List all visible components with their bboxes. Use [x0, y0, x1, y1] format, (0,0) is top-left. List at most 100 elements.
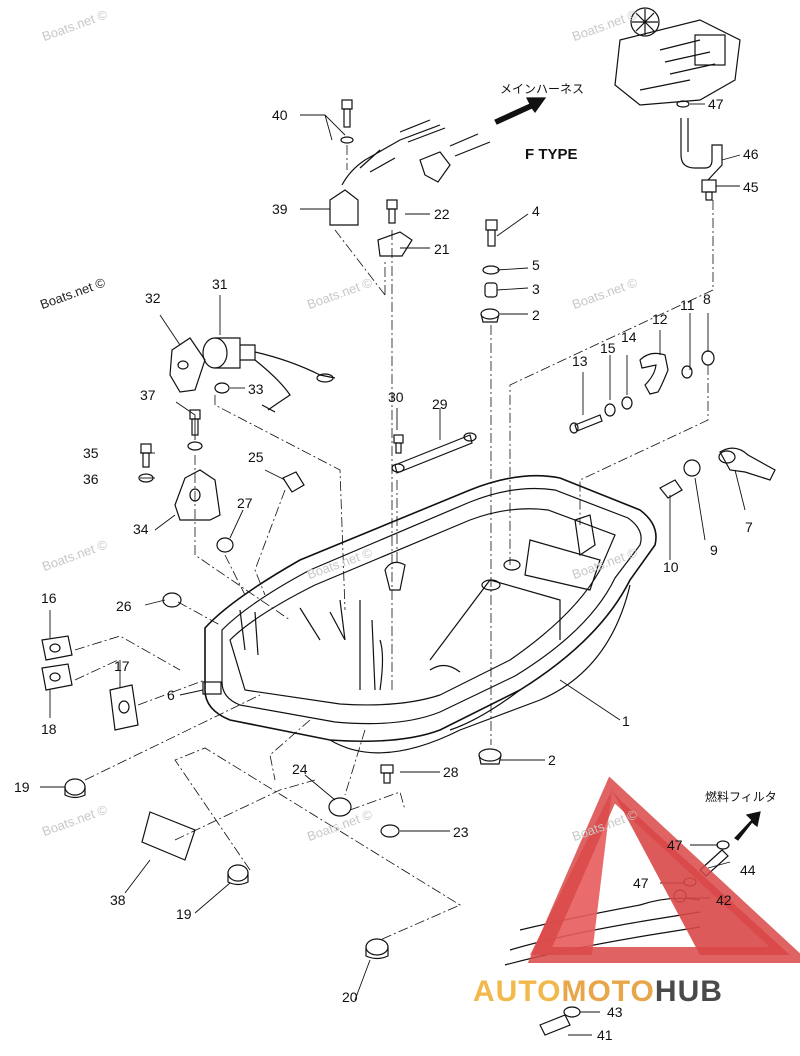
- callout-38: 38: [110, 892, 126, 908]
- reference-lines: [74, 145, 714, 941]
- lever-12: [639, 352, 669, 395]
- callout-5: 5: [532, 257, 540, 273]
- callout-34: 34: [133, 521, 149, 537]
- bracket-34: [174, 469, 221, 521]
- callout-3: 3: [532, 281, 540, 297]
- callout-44: 44: [740, 862, 756, 878]
- harness-wire: [341, 124, 441, 186]
- callout-9: 9: [710, 542, 718, 558]
- callout-19-lower: 19: [176, 906, 192, 922]
- callout-37: 37: [140, 387, 156, 403]
- callout-2: 2: [532, 307, 540, 323]
- callout-4: 4: [532, 203, 540, 219]
- callout-2-lower: 2: [548, 752, 556, 768]
- callout-35: 35: [83, 445, 99, 461]
- callout-24: 24: [292, 761, 308, 777]
- callout-14: 14: [621, 329, 637, 345]
- callout-33: 33: [248, 381, 264, 397]
- callout-11: 11: [680, 297, 695, 313]
- callout-47: 47: [708, 96, 724, 112]
- bolt-22: [386, 199, 398, 224]
- callout-47-fuel: 47: [667, 837, 683, 853]
- callout-22: 22: [434, 206, 450, 222]
- automotohub-logo: AUTOMOTOHUB: [473, 975, 723, 1009]
- callout-25: 25: [248, 449, 264, 465]
- callout-28: 28: [443, 764, 459, 780]
- hose-46: [680, 118, 723, 181]
- logo-text-moto: MOTO: [561, 975, 655, 1008]
- callout-39: 39: [272, 201, 288, 217]
- bush-10: [659, 479, 683, 499]
- leader-lines: [40, 103, 746, 1036]
- callout-32: 32: [145, 290, 161, 306]
- callout-47-fuel-lower: 47: [633, 875, 649, 891]
- washer-14: [621, 396, 633, 410]
- callout-17: 17: [114, 658, 130, 674]
- callout-12: 12: [652, 311, 668, 327]
- fuel-filter-arrow: [734, 811, 761, 841]
- washer-5: [482, 265, 500, 275]
- grommet-27: [216, 537, 234, 553]
- clip-47-top: [676, 100, 690, 108]
- bolt-30: [393, 434, 404, 454]
- callout-43: 43: [607, 1004, 623, 1020]
- grommet-23: [380, 824, 400, 838]
- callout-30: 30: [388, 389, 404, 405]
- plate-17: [109, 684, 139, 731]
- washer-37: [187, 441, 203, 451]
- callout-8: 8: [703, 291, 711, 307]
- bottom-cowling: [204, 474, 657, 754]
- callout-20: 20: [342, 989, 358, 1005]
- callout-13: 13: [572, 353, 588, 369]
- callout-41: 41: [597, 1027, 613, 1043]
- cap-29-lower: [384, 561, 406, 591]
- screw-13: [574, 414, 603, 432]
- logo-text-auto: AUTO: [473, 975, 562, 1008]
- block-6: [202, 681, 222, 695]
- grommet-2-top: [480, 308, 500, 323]
- rod-29: [394, 434, 473, 474]
- callout-40: 40: [272, 107, 288, 123]
- callout-45: 45: [743, 179, 759, 195]
- grommet-2-bottom: [478, 748, 502, 765]
- callout-23: 23: [453, 824, 469, 840]
- plate-18: [41, 663, 73, 691]
- grommet-24: [328, 797, 352, 817]
- logo-text-hub: HUB: [654, 975, 723, 1008]
- seal-9: [683, 459, 701, 477]
- clip-25: [282, 471, 305, 493]
- connector: [419, 151, 451, 183]
- callout-18: 18: [41, 721, 57, 737]
- callout-26: 26: [116, 598, 132, 614]
- callout-31: 31: [212, 276, 228, 292]
- harness-label: メインハーネス: [500, 82, 585, 96]
- callout-16: 16: [41, 590, 57, 606]
- variant-label: F TYPE: [525, 146, 578, 163]
- plate-32: [169, 337, 206, 393]
- plug-19-left: [64, 778, 86, 799]
- callout-10: 10: [663, 559, 679, 575]
- callout-36: 36: [83, 471, 99, 487]
- callout-42: 42: [716, 892, 732, 908]
- plug-19-bottom: [227, 864, 249, 886]
- switch-31: [202, 337, 336, 413]
- engine-detail: [614, 7, 741, 106]
- washer-15: [604, 403, 616, 417]
- grommet-8: [701, 350, 715, 366]
- callout-7: 7: [745, 519, 753, 535]
- callout-6: 6: [167, 687, 175, 703]
- label-38: [141, 811, 196, 861]
- bracket-21: [377, 231, 413, 257]
- callout-29: 29: [432, 396, 448, 412]
- callout-46: 46: [743, 146, 759, 162]
- automotohub-logo-mark: [527, 776, 800, 963]
- nipple-45: [701, 179, 717, 201]
- collar-3: [484, 282, 498, 298]
- callout-19: 19: [14, 779, 30, 795]
- nut-33: [214, 382, 230, 394]
- callout-15: 15: [600, 340, 616, 356]
- bolt-35: [140, 443, 152, 468]
- fuel-filter-label: 燃料フィルタ: [705, 790, 777, 804]
